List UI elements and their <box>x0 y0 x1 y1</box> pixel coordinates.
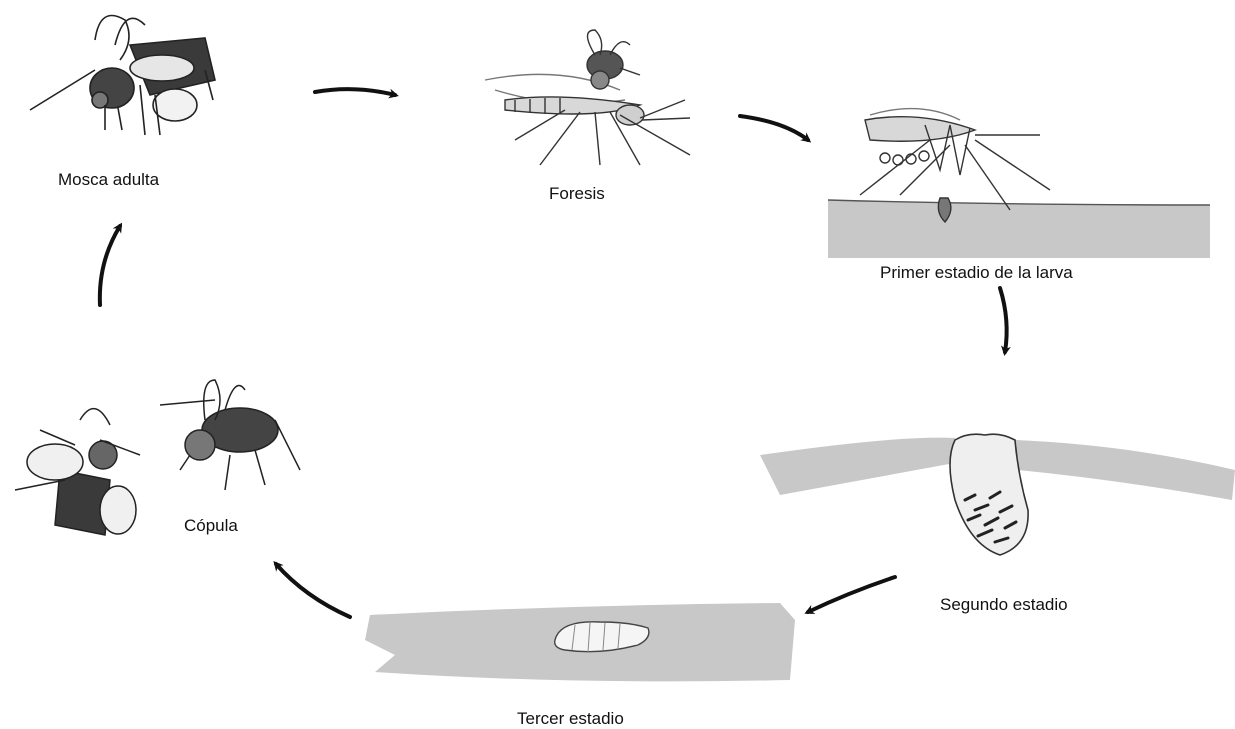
phoresy-illustration <box>485 30 690 165</box>
arrow-mating-to-adult <box>100 226 120 305</box>
adult-fly-illustration <box>30 16 215 136</box>
label-second-larva: Segundo estadio <box>940 595 1068 615</box>
arrow-adult-to-phoresy <box>315 89 395 95</box>
mating-illustration <box>15 380 300 535</box>
arrow-third-to-mating <box>276 564 350 617</box>
skin-band-right <box>1015 440 1235 500</box>
third-larva-illustration <box>365 603 795 681</box>
skin-pocket <box>950 434 1028 555</box>
label-mating: Cópula <box>184 516 238 536</box>
label-phoresy: Foresis <box>549 184 605 204</box>
arrow-second-to-third <box>808 577 895 612</box>
carried-fly <box>587 30 640 89</box>
arrow-phoresy-to-first <box>740 116 808 140</box>
label-third-larva: Tercer estadio <box>517 709 624 729</box>
label-adult-fly: Mosca adulta <box>58 170 159 190</box>
arrow-first-to-second <box>1000 288 1007 352</box>
skin-surface <box>828 200 1210 258</box>
second-larva-illustration <box>760 434 1235 555</box>
cycle-arrows <box>100 89 1007 617</box>
skin-band-left <box>760 438 960 495</box>
label-first-larva: Primer estadio de la larva <box>880 263 1073 283</box>
first-larva-illustration <box>828 109 1210 258</box>
